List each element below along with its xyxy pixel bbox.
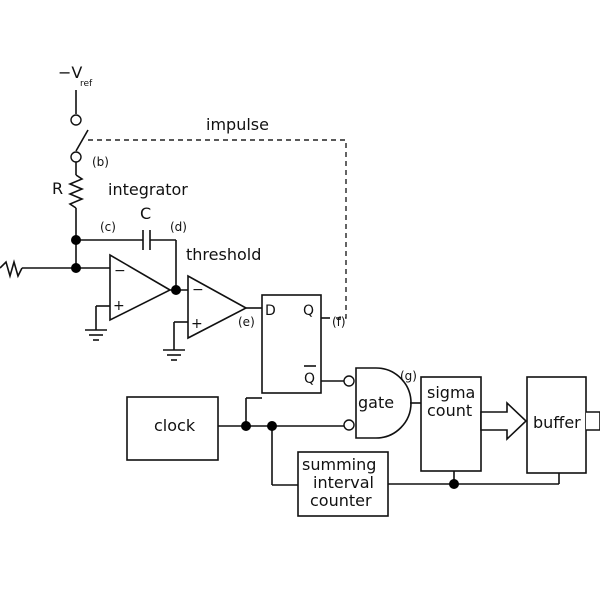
data-transfer-arrow	[480, 401, 528, 441]
summing-counter-line-2: interval	[313, 473, 374, 492]
summing-interval-counter	[297, 451, 389, 517]
threshold-comparator	[187, 274, 248, 340]
gate-input-bubble-bottom	[343, 419, 355, 431]
switch-bottom-terminal	[70, 151, 82, 163]
gate-input-bubble-top	[343, 375, 355, 387]
switch-arm[interactable]	[75, 129, 89, 152]
junction-input	[71, 263, 81, 273]
junction-c	[71, 235, 81, 245]
node-b-label: (b)	[92, 155, 109, 169]
node-f-label: (f)	[332, 315, 346, 329]
and-gate	[355, 367, 412, 439]
node-c-label: (c)	[100, 220, 116, 234]
resistor-label: R	[52, 179, 63, 198]
switch-top-terminal	[70, 114, 82, 126]
vref-subscript: ref	[80, 79, 93, 89]
impulse-control-line	[88, 139, 347, 319]
threshold-label: threshold	[186, 245, 261, 264]
input-signal-icon	[0, 259, 23, 279]
junction-reset	[449, 479, 459, 489]
integrator-opamp	[109, 253, 172, 322]
ground-icon	[85, 329, 107, 341]
d-flipflop	[261, 294, 322, 394]
capacitor-label: C	[140, 204, 151, 223]
clock-label: clock	[154, 416, 196, 435]
buffer-label: buffer	[533, 413, 581, 432]
impulse-label: impulse	[206, 115, 269, 134]
buffer-output-arrow	[586, 411, 600, 431]
summing-counter-line-1: summing	[302, 455, 376, 474]
vref-label: −V	[58, 63, 82, 82]
node-d-label: (d)	[170, 220, 187, 234]
summing-counter-line-3: counter	[310, 491, 372, 510]
flipflop-d-label: D	[265, 303, 276, 319]
ground-icon	[163, 349, 185, 361]
resistor-r	[67, 174, 85, 209]
integrator-minus-sign: −	[114, 263, 126, 279]
gate-label: gate	[358, 393, 394, 412]
node-g-label: (g)	[400, 369, 417, 383]
junction-clock-2	[267, 421, 277, 431]
node-e-label: (e)	[238, 315, 255, 329]
flipflop-qbar-label: Q	[304, 371, 315, 387]
threshold-minus-sign: −	[192, 282, 204, 298]
flipflop-q-label: Q	[303, 303, 314, 319]
junction-clock-1	[241, 421, 251, 431]
buffer-block	[526, 376, 587, 474]
threshold-plus-sign: +	[191, 316, 203, 332]
clock-block	[126, 396, 219, 461]
sigma-count-line-2: count	[427, 401, 472, 420]
sigma-count-line-1: sigma	[427, 383, 475, 402]
integrator-label: integrator	[108, 180, 188, 199]
integrator-plus-sign: +	[113, 298, 125, 314]
junction-d	[171, 285, 181, 295]
